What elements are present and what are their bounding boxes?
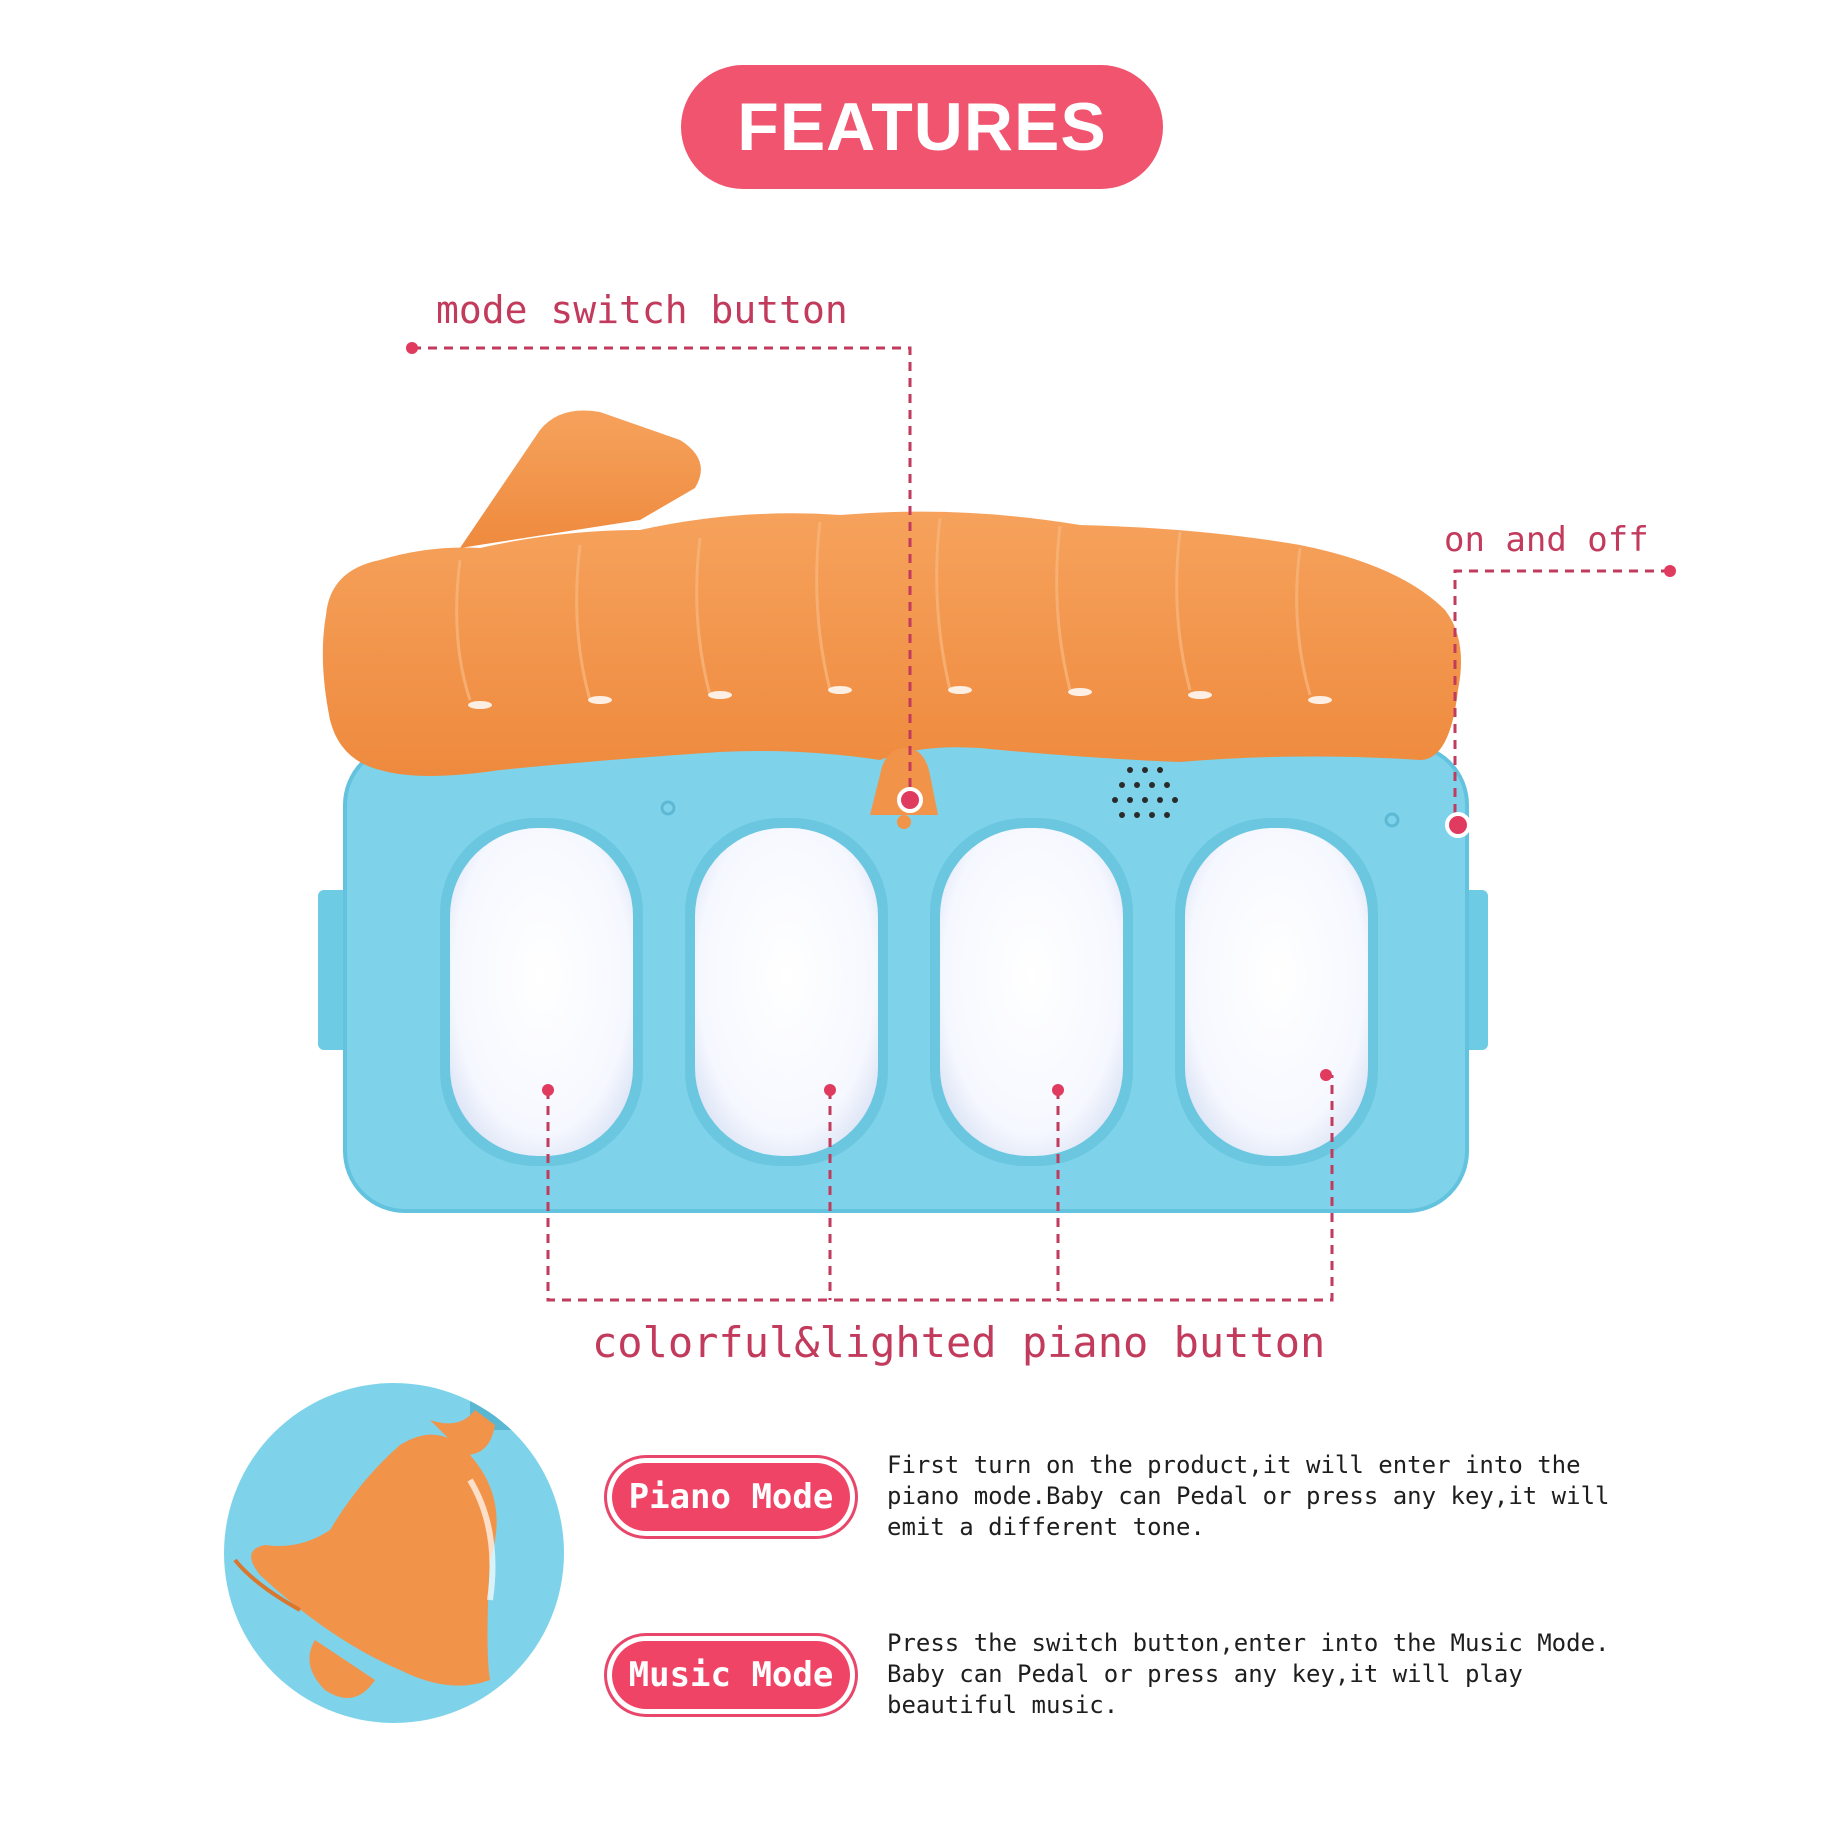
callout-lines — [412, 346, 1670, 1302]
callout-on-off-label: on and off — [1444, 520, 1649, 560]
music-mode-description: Press the switch button,enter into the M… — [887, 1629, 1610, 1719]
features-title: FEATURES — [681, 65, 1163, 189]
piano-mode-description: First turn on the product,it will enter … — [887, 1451, 1610, 1541]
music-mode-badge: Music Mode — [604, 1633, 858, 1717]
speaker-grille — [1112, 767, 1178, 818]
callout-piano-button-label: colorful&lighted piano button — [592, 1318, 1326, 1367]
bell-closeup — [224, 1383, 564, 1723]
bell-closeup-icon — [233, 1410, 497, 1698]
callout-dots — [406, 342, 1676, 1096]
flower-icon — [660, 800, 1400, 828]
toy-roof — [322, 410, 1462, 776]
piano-mode-label: Piano Mode — [612, 1463, 850, 1531]
callout-mode-switch-label: mode switch button — [436, 288, 848, 332]
music-mode-label: Music Mode — [612, 1641, 850, 1709]
piano-mode-badge: Piano Mode — [604, 1455, 858, 1539]
